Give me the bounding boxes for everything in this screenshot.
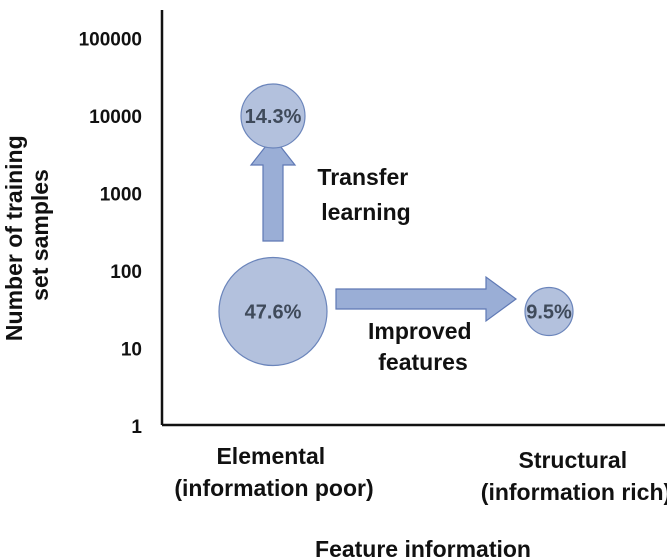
- y-axis-title-line-1: Number of training: [1, 135, 27, 341]
- y-tick-label: 100: [110, 262, 142, 283]
- category-label-elemental: Elemental (information poor): [174, 443, 373, 501]
- category-structural-line-1: Structural: [518, 447, 627, 473]
- y-tick-label: 1: [131, 417, 142, 438]
- bubble-label-1: 14.3%: [245, 106, 302, 128]
- transfer-learning-arrow: [249, 136, 297, 242]
- arrows: [249, 136, 518, 323]
- category-elemental-line-1: Elemental: [216, 443, 325, 469]
- bubble-1: [240, 83, 306, 149]
- bubble-0: [218, 256, 328, 367]
- bubble-label-0: 47.6%: [245, 302, 302, 324]
- axes: [160, 10, 665, 427]
- y-tick-label: 10000: [89, 107, 142, 128]
- x-axis-title: Feature information: [315, 536, 531, 560]
- y-axis-title-line-2: set samples: [27, 169, 53, 301]
- category-label-structural: Structural (information rich): [481, 447, 667, 505]
- y-tick-label: 10: [121, 340, 142, 361]
- y-tick-label: 100000: [79, 30, 142, 51]
- bubble-2: [524, 286, 574, 337]
- category-structural-line-2: (information rich): [481, 479, 667, 505]
- annotation-improved-line-2: features: [378, 349, 467, 375]
- annotation-transfer-line-2: learning: [321, 199, 410, 225]
- y-axis-title: Number of training set samples: [1, 129, 53, 341]
- annotation-transfer-line-1: Transfer: [317, 164, 408, 190]
- annotation-improved-features: Improved features: [368, 318, 478, 375]
- improved-features-arrow: [335, 275, 518, 323]
- category-elemental-line-2: (information poor): [174, 475, 373, 501]
- annotation-transfer-learning: Transfer learning: [317, 164, 414, 225]
- y-tick-labels: 1 10 100 1000 10000 100000: [79, 30, 143, 439]
- bubble-label-2: 9.5%: [526, 302, 572, 324]
- annotation-improved-line-1: Improved: [368, 318, 472, 344]
- bubbles: 47.6% 14.3% 9.5%: [218, 83, 574, 367]
- y-tick-label: 1000: [100, 185, 142, 206]
